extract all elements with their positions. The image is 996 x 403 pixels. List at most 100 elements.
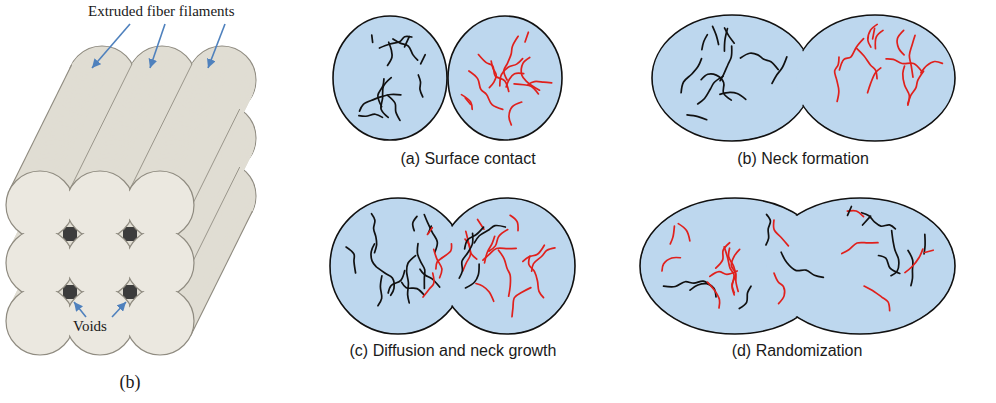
polymer-chain — [474, 226, 505, 243]
polymer-chain — [523, 245, 544, 261]
polymer-chain — [465, 227, 484, 249]
polymer-chain — [506, 73, 524, 87]
leader-arrow — [150, 24, 165, 68]
polymer-chain — [498, 250, 510, 296]
particle — [652, 15, 812, 141]
callout-label: Extruded fiber filaments — [88, 3, 235, 20]
polymer-chain — [465, 98, 470, 105]
particle-pair — [652, 15, 955, 141]
polymer-chain — [701, 74, 731, 100]
particle-fill — [796, 16, 953, 139]
polymer-chain — [740, 53, 778, 69]
polymer-chain — [388, 42, 393, 65]
void — [63, 285, 77, 299]
polymer-chain — [510, 215, 518, 230]
polymer-chain — [378, 79, 384, 107]
polymer-chain — [707, 282, 719, 308]
polymer-chain — [434, 249, 442, 277]
polymer-chain — [500, 59, 523, 86]
polymer-chain — [724, 29, 727, 52]
leader-arrow — [112, 302, 126, 317]
polymer-chain — [921, 61, 942, 72]
polymer-chain — [766, 215, 771, 245]
polymer-chain — [702, 35, 708, 50]
filament-face-fill — [7, 288, 72, 353]
stage-caption: (a) Surface contact — [400, 150, 535, 168]
polymer-chain — [835, 57, 839, 101]
filament-face-fill — [7, 230, 72, 295]
particle — [448, 16, 562, 140]
leader-arrow — [92, 24, 130, 68]
polymer-chain — [509, 102, 522, 125]
polymer-chain — [925, 250, 934, 252]
polymer-chain — [863, 216, 871, 225]
filament-face-fill — [67, 172, 132, 237]
polymer-chain — [393, 39, 418, 60]
void — [123, 227, 137, 241]
filament-face — [6, 229, 74, 297]
void — [123, 285, 137, 299]
polymer-chain — [436, 244, 452, 269]
polymer-chain — [720, 46, 732, 81]
polymer-chain — [897, 30, 904, 55]
polymer-chain — [478, 55, 508, 92]
polymer-chain — [476, 284, 494, 302]
polymer-chain — [512, 288, 531, 317]
particle-fill — [766, 199, 953, 332]
polymer-chain — [489, 230, 508, 252]
polymer-chain — [662, 258, 680, 271]
polymer-chain — [909, 35, 915, 77]
polymer-chain — [842, 242, 878, 253]
polymer-chain — [875, 30, 883, 48]
polymer-chain — [878, 256, 899, 274]
polymer-chain — [864, 286, 890, 311]
particle-pair — [640, 198, 955, 334]
polymer-chain — [681, 59, 701, 93]
polymer-chain — [359, 114, 383, 117]
particle-fill — [653, 16, 810, 139]
polymer-chain — [377, 267, 394, 295]
filament-face — [66, 287, 134, 355]
filament-face — [6, 171, 74, 239]
polymer-chain — [459, 233, 473, 278]
polymer-chain — [774, 220, 789, 246]
polymer-chain — [678, 224, 690, 241]
panel-letter: (b) — [120, 372, 141, 393]
polymer-chain — [690, 284, 716, 297]
stage-caption: (b) Neck formation — [737, 150, 869, 168]
filament-face — [126, 287, 194, 355]
polymer-chain — [372, 214, 377, 253]
polymer-chain — [529, 256, 544, 298]
filament-face-fill — [127, 172, 192, 237]
polymer-chain — [908, 71, 924, 105]
polymer-chain — [413, 216, 417, 230]
polymer-chain — [421, 55, 426, 64]
polymer-chain — [848, 206, 852, 215]
polymer-chain — [465, 264, 479, 288]
polymer-chain — [525, 32, 528, 42]
polymer-chain — [378, 276, 382, 306]
particle-pair — [330, 198, 575, 334]
polymer-chain — [839, 39, 863, 70]
stage-caption: (c) Diffusion and neck growth — [350, 342, 557, 360]
polymer-chain — [360, 94, 401, 111]
particle — [439, 198, 575, 334]
polymer-chain — [873, 28, 875, 38]
filament-face — [66, 229, 134, 297]
polymer-chain — [407, 256, 416, 303]
extrusion-edge — [190, 211, 252, 336]
polymer-chain — [387, 95, 400, 120]
leader-arrow — [74, 302, 86, 317]
polymer-chain — [862, 213, 896, 229]
polymer-chain — [423, 273, 434, 297]
polymer-chain — [402, 282, 424, 295]
filament-face-fill — [127, 230, 192, 295]
polymer-chain — [868, 68, 881, 93]
leader-arrow — [208, 24, 225, 68]
polymer-chain — [781, 252, 823, 277]
polymer-chain — [924, 234, 925, 254]
polymer-chain — [420, 269, 440, 287]
filament-face — [66, 171, 134, 239]
particle-pair — [333, 16, 562, 140]
filament-block — [6, 46, 256, 355]
